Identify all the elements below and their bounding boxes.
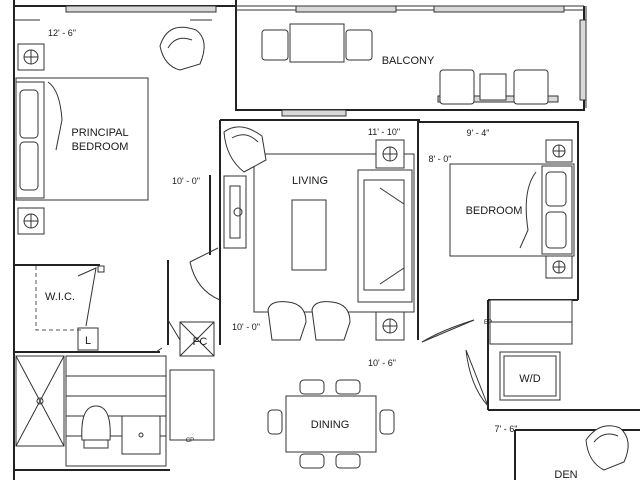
dining-chair — [299, 453, 325, 469]
tv-unit — [223, 175, 247, 249]
living-width-dimension: 11' - 10" — [368, 127, 400, 137]
ep-label: EP — [484, 320, 492, 326]
fc-label: FC — [193, 336, 208, 348]
principal-door — [189, 247, 221, 301]
wic-label: W.I.C. — [45, 291, 75, 303]
dining-chair — [267, 409, 283, 435]
armchair-icon — [159, 26, 205, 71]
furnace-closet: FC — [167, 319, 215, 357]
balcony-chair — [261, 29, 289, 61]
armchair-icon — [585, 425, 629, 471]
pillow — [545, 211, 567, 249]
wd-label: W/D — [519, 373, 540, 385]
toilet-icon — [81, 405, 111, 449]
balcony-chair — [345, 29, 373, 61]
principal-bedroom: PRINCIPAL BEDROOM 12' - 6" 10' - 0" — [14, 19, 212, 235]
living-room: LIVING 11' - 10" 10' - 0" — [223, 126, 415, 341]
living-depth-dimension: 10' - 0" — [232, 322, 260, 332]
bedroom-label: BEDROOM — [466, 205, 523, 217]
balcony: BALCONY — [261, 23, 549, 105]
dining-width-dimension: 10' - 6" — [368, 358, 396, 368]
bedroom-depth-dimension: 8' - 0" — [429, 154, 452, 164]
balcony-label: BALCONY — [382, 55, 435, 67]
cp-label: CP — [186, 438, 194, 444]
dining-label: DINING — [311, 419, 350, 431]
dining: DINING 10' - 6" — [267, 358, 396, 469]
walk-in-closet: W.I.C. L — [35, 265, 105, 351]
den: DEN 7' - 6" — [495, 424, 629, 480]
dining-chair — [335, 379, 361, 395]
principal-bedroom-label-2: BEDROOM — [72, 141, 129, 153]
lounge-chair — [513, 69, 549, 105]
pillow — [545, 171, 567, 207]
principal-width-dimension: 12' - 6" — [48, 28, 76, 38]
bedroom: BEDROOM 9' - 4" 8' - 0" EP — [421, 128, 575, 345]
dining-chair — [299, 379, 325, 395]
side-table — [479, 73, 507, 101]
balcony-table — [289, 23, 345, 63]
dining-chair — [335, 453, 361, 469]
den-label: DEN — [554, 469, 577, 480]
dining-chair — [379, 409, 395, 435]
bedroom-width-dimension: 9' - 4" — [467, 128, 490, 138]
pillow — [19, 141, 39, 191]
laundry: W/D — [465, 349, 561, 407]
armchair-icon — [267, 301, 351, 341]
armchair-icon — [223, 126, 267, 173]
bathroom: CP — [15, 347, 215, 467]
dining-table — [285, 395, 377, 453]
living-label: LIVING — [292, 175, 328, 187]
sink-icon — [121, 415, 161, 455]
pillow — [19, 89, 39, 139]
sofa-icon — [357, 169, 413, 303]
coffee-table — [291, 199, 327, 271]
den-width-dimension: 7' - 6" — [495, 424, 518, 434]
linen-label: L — [85, 335, 91, 347]
principal-bedroom-label: PRINCIPAL — [71, 127, 128, 139]
lounge-chair — [439, 69, 475, 105]
principal-depth-dimension: 10' - 0" — [172, 176, 200, 186]
